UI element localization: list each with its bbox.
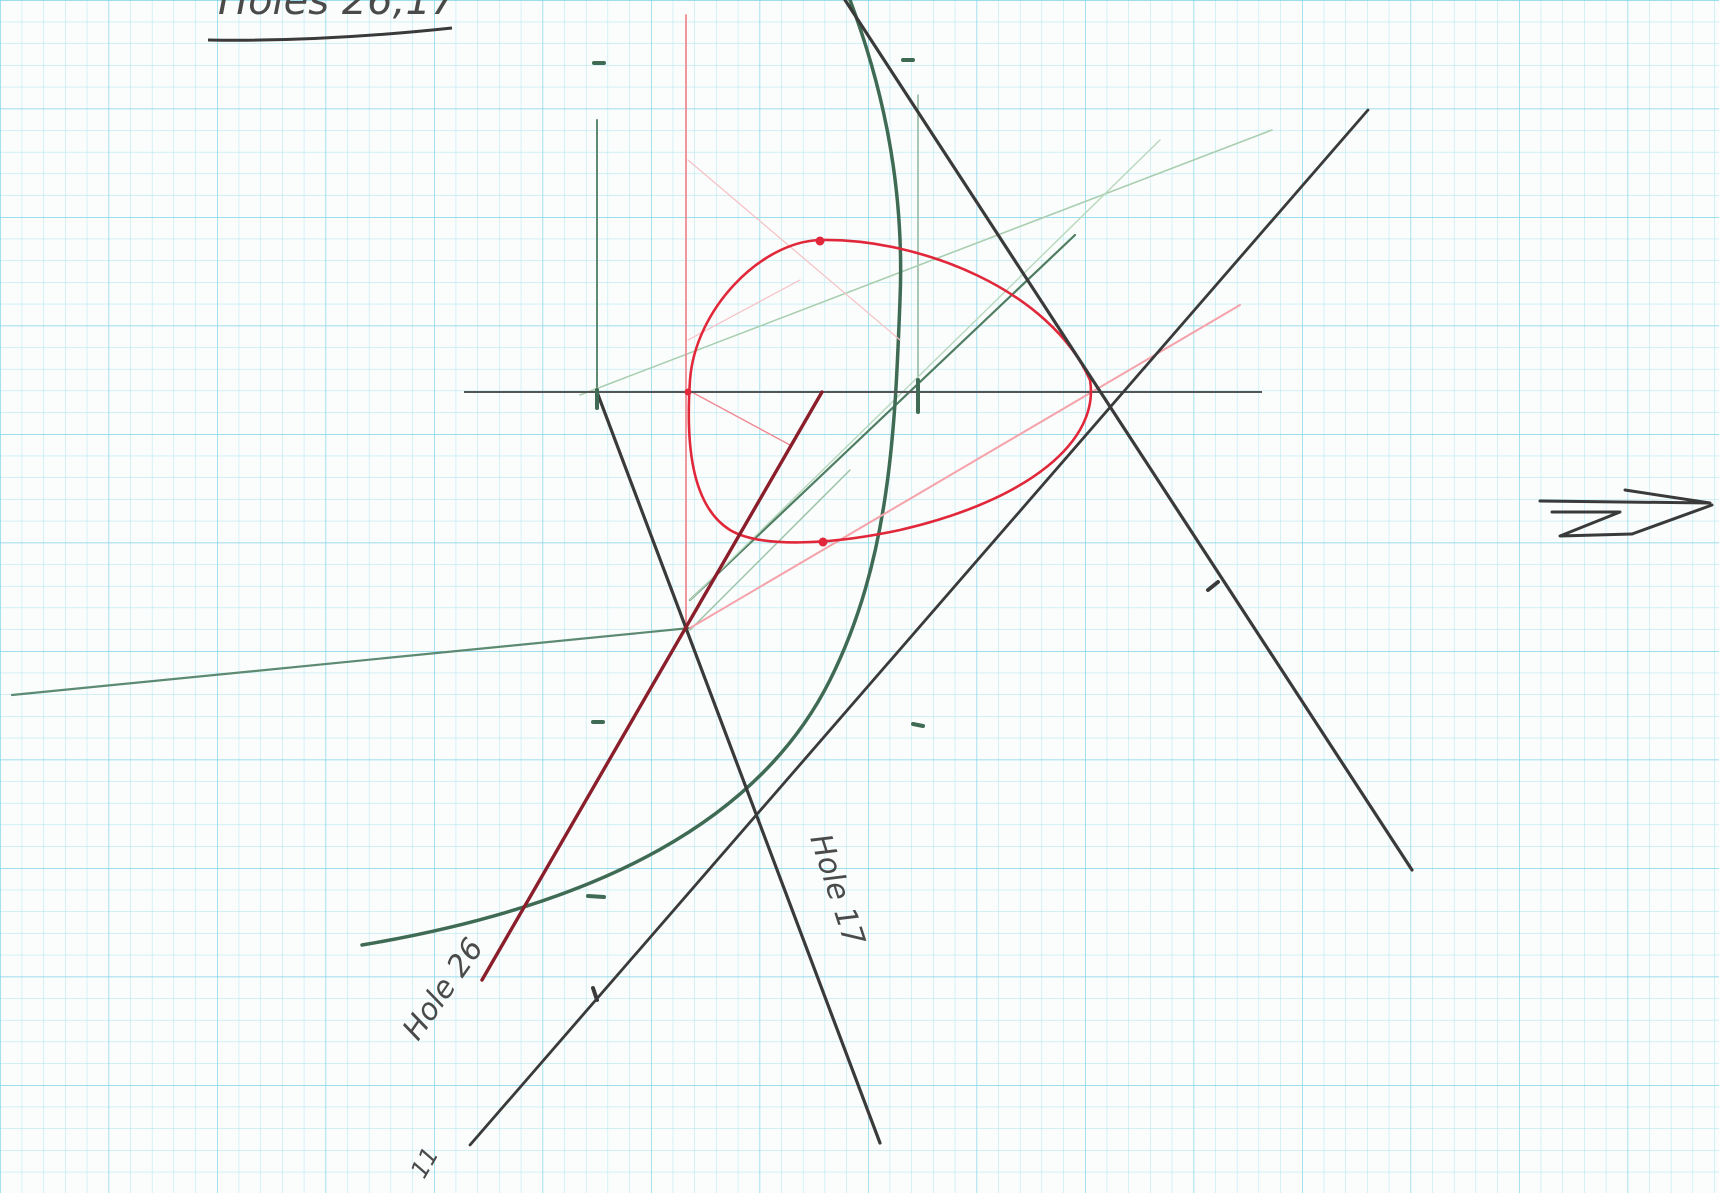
red-diagonal-b [687, 159, 901, 341]
green-diagonal-faint [689, 139, 1161, 601]
ellipse-top-point [815, 236, 825, 246]
red-ellipse [687, 238, 1093, 544]
long-diagonal-right [843, 0, 1414, 872]
header-underline [207, 26, 453, 42]
header-text: Holes 26,17 [218, 0, 457, 24]
green-curve [360, 0, 903, 947]
tick-low-left [586, 894, 606, 899]
tick-marks [586, 58, 925, 899]
red-diagonal-a [687, 389, 791, 446]
north-arrow-upper-stroke [1538, 488, 1712, 505]
tangent-line [468, 108, 1370, 1147]
graphite-lines [468, 0, 1414, 1147]
tick-tangent-lower [591, 986, 599, 1002]
red-diagonal-lower [689, 304, 1241, 629]
red-construction-lines [685, 14, 1241, 631]
red-diagonal-c [687, 279, 801, 341]
ellipse-left-point [684, 388, 692, 396]
north-arrow-n-glyph [1550, 510, 1634, 538]
north-arrow [1538, 488, 1714, 538]
tick-mid-right [911, 722, 925, 728]
green-short-lower [689, 469, 851, 631]
graphite-ticks [591, 580, 1220, 1002]
header-note: Holes 26,17 [207, 0, 457, 42]
hole-26-line [480, 390, 824, 982]
ellipse-bottom-point [818, 537, 828, 547]
green-long-left [10, 626, 692, 697]
hole-17-line [595, 390, 882, 1145]
ellipse-points [684, 236, 828, 547]
north-arrow-lower-stroke [1630, 503, 1714, 536]
tick-diagonal-right [1206, 580, 1220, 592]
